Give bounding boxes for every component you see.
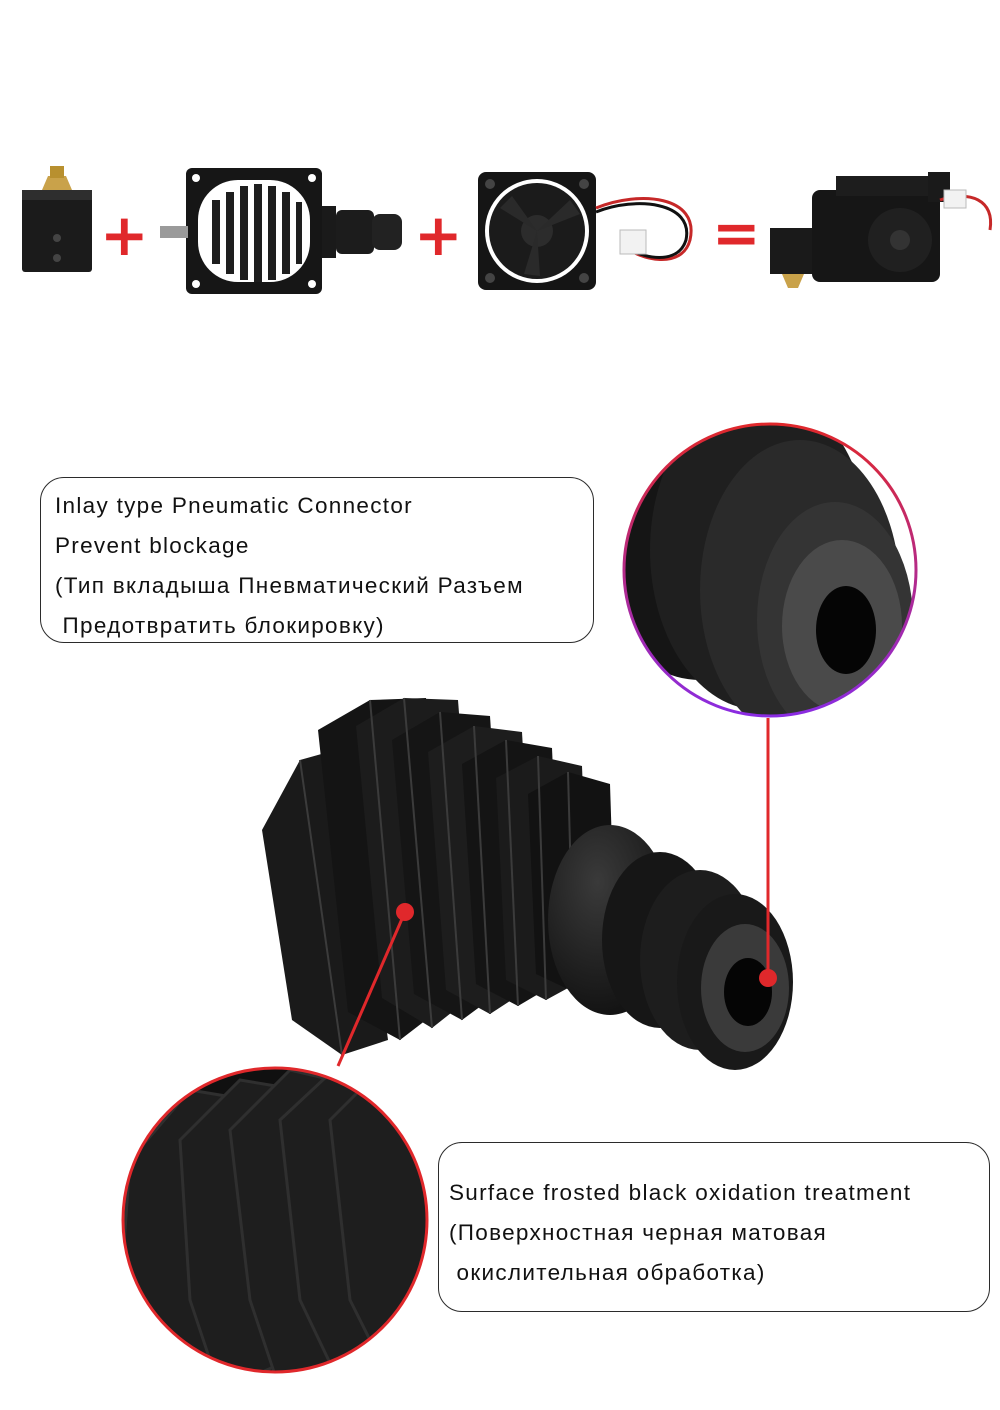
- callout-pneumatic-connector: Inlay type Pneumatic Connector Prevent b…: [40, 477, 594, 643]
- heatsink-assembly-image: [160, 168, 402, 294]
- component-images-row: [22, 166, 993, 294]
- callout-pneumatic-line-3: (Тип вкладыша Пневматический Разъем: [55, 573, 524, 598]
- callout-surface-treatment: Surface frosted black oxidation treatmen…: [438, 1142, 990, 1312]
- equals-sign: =: [712, 199, 761, 267]
- assembled-hotend-image: [770, 172, 993, 288]
- callout-pneumatic-line-1: Inlay type Pneumatic Connector: [55, 493, 413, 518]
- callout-pointers: [336, 718, 777, 1067]
- heatsink-fins: [262, 697, 616, 1056]
- callout-pneumatic-line-2: Prevent blockage: [55, 533, 250, 558]
- callout-surface-line-1: Surface frosted black oxidation treatmen…: [449, 1180, 912, 1205]
- fins-magnifier: [121, 1066, 429, 1374]
- heater-block-image: [22, 166, 92, 272]
- fan-image: [478, 172, 693, 290]
- pneumatic-connector-body: [548, 825, 793, 1070]
- heatsink-product-image: [121, 422, 918, 1374]
- plus-sign-2: +: [414, 201, 463, 269]
- plus-sign-1: +: [100, 201, 149, 269]
- callout-surface-line-3: окислительная обработка): [449, 1260, 766, 1285]
- connector-magnifier: [622, 422, 918, 718]
- callout-surface-line-2: (Поверхностная черная матовая: [449, 1220, 828, 1245]
- callout-pneumatic-line-4: Предотвратить блокировку): [55, 613, 385, 638]
